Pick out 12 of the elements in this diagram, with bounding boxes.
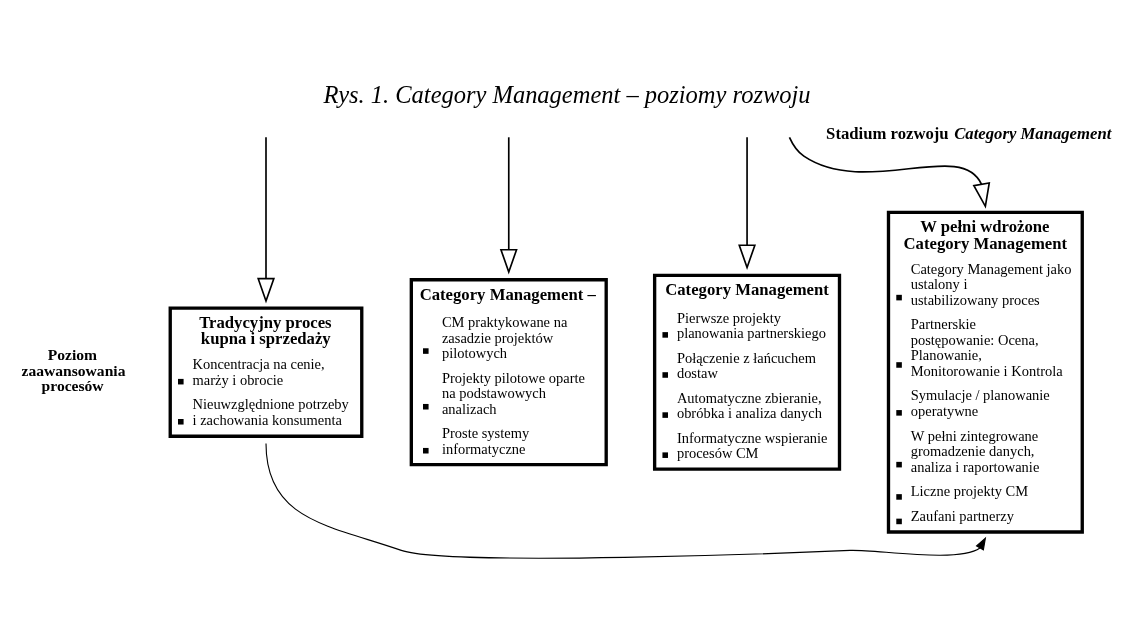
- arrow: [788, 136, 991, 209]
- node-box: W pełni wdrożone Category Management Category Management jako ustalony i ustabilizowany proces Partnerskie postępowanie: Ocena, Planowanie, Monitorowanie i Kontrola Symulacje / planowanie operatywne W pełni zintegrowane gromadzenie danych, analiza i raportowanie Liczne projekty CM Zaufani partnerzy: [886, 210, 1084, 534]
- arrow: [265, 442, 987, 559]
- label: Poziom zaawansowania procesów: [21, 346, 126, 395]
- label: Stadium rozwoju Category Management: [826, 123, 1112, 143]
- node-box: Category Management – CM praktykowane na zasadzie projektów pilotowych Projekty pilotowe oparte na podstawowych analizach Proste systemy informatyczne: [409, 278, 608, 467]
- node-box: Category Management Pierwsze projekty planowania partnerskiego Połączenie z łańcuchem dostaw Automatyczne zbieranie, obróbka i analiza danych Informatyczne wspieranie procesów CM: [652, 273, 842, 471]
- diagram-title: Rys. 1. Category Management – poziomy rozwoju: [323, 81, 811, 109]
- arrow: [499, 136, 518, 275]
- arrow: [257, 136, 275, 304]
- node-box: Tradycyjny proces kupna i sprzedaży Koncentracja na cenie, marży i obrocie Nieuwzględnione potrzeby i zachowania konsumenta: [168, 306, 364, 438]
- arrow: [738, 136, 757, 271]
